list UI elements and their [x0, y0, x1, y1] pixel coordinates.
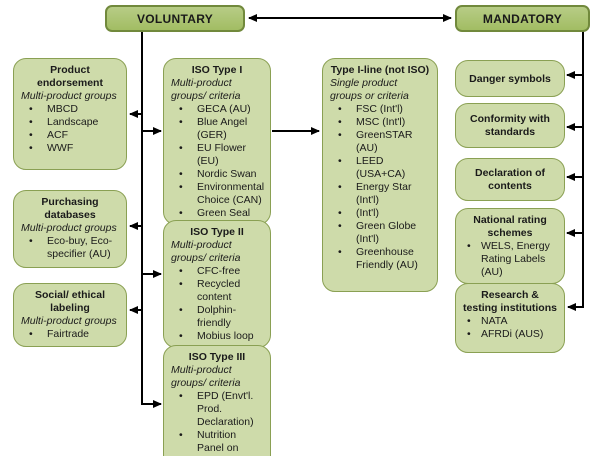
- list-item: Eco-buy, Eco-specifier (AU): [21, 235, 119, 261]
- node-title: Research & testing institutions: [463, 289, 557, 314]
- node-title: Danger symbols: [469, 72, 551, 85]
- node-purchasing-databases: Purchasing databases Multi-product group…: [13, 190, 127, 268]
- list-item: Nutrition Panel on Food: [171, 429, 263, 456]
- node-title: Social/ ethical labeling: [34, 289, 106, 314]
- node-title: Product endorsement: [37, 64, 103, 89]
- list-item: NATA: [463, 315, 557, 328]
- node-items: Eco-buy, Eco-specifier (AU): [21, 235, 119, 261]
- list-item: Greenhouse Friendly (AU): [330, 246, 430, 272]
- list-item: GECA (AU): [171, 103, 263, 116]
- node-research-testing-institutions: Research & testing institutions NATAAFRD…: [455, 283, 565, 353]
- list-item: MSC (Int'l): [330, 116, 430, 129]
- list-item: Environmental Choice (CAN): [171, 181, 264, 207]
- node-type-1-line-not-iso: Type I-line (not ISO) Single product gro…: [322, 58, 438, 292]
- node-title: ISO Type I: [191, 64, 243, 76]
- node-items: NATAAFRDi (AUS): [463, 315, 557, 341]
- node-subtitle: Multi-product groups/ criteria: [171, 77, 241, 102]
- node-iso-type-2: ISO Type II Multi-product groups/ criter…: [163, 220, 271, 348]
- node-subtitle: Multi-product groups: [21, 315, 117, 327]
- node-items: GECA (AU)Blue Angel (GER)EU Flower (EU)N…: [171, 103, 264, 220]
- list-item: EPD (Envt'l. Prod. Declaration): [171, 390, 263, 429]
- node-subtitle: Multi-product groups/ criteria: [171, 364, 241, 389]
- list-item: EU Flower (EU): [171, 142, 263, 168]
- node-subtitle: Multi-product groups: [21, 90, 117, 102]
- node-subtitle: Multi-product groups/ criteria: [171, 239, 241, 264]
- mandatory-header: MANDATORY: [455, 5, 590, 32]
- node-iso-type-3: ISO Type III Multi-product groups/ crite…: [163, 345, 271, 456]
- mandatory-label: MANDATORY: [482, 11, 563, 26]
- list-item: FSC (Int'l): [330, 103, 430, 116]
- node-danger-symbols: Danger symbols: [455, 60, 565, 97]
- node-title: Conformity with standards: [470, 113, 550, 138]
- node-subtitle: Single product groups or criteria: [330, 77, 409, 102]
- node-social-ethical-labeling: Social/ ethical labeling Multi-product g…: [13, 283, 127, 347]
- list-item: Green Seal: [171, 207, 263, 220]
- list-item: WELS, Energy Rating Labels (AU): [463, 240, 557, 279]
- list-item: Recycled content: [171, 278, 263, 304]
- node-items: FSC (Int'l)MSC (Int'l)GreenSTAR (AU)LEED…: [330, 103, 430, 272]
- list-item: Blue Angel (GER): [171, 116, 263, 142]
- voluntary-label: VOLUNTARY: [136, 11, 214, 26]
- list-item: Landscape: [21, 116, 119, 129]
- list-item: Fairtrade: [21, 328, 119, 341]
- list-item: ACF: [21, 129, 119, 142]
- node-declaration-of-contents: Declaration of contents: [455, 158, 565, 201]
- node-title: ISO Type III: [188, 351, 246, 363]
- node-title: Type I-line (not ISO): [330, 64, 430, 76]
- node-title: Declaration of contents: [474, 167, 545, 192]
- node-items: MBCDLandscapeACFWWF: [21, 103, 119, 155]
- list-item: MBCD: [21, 103, 119, 116]
- node-title: Purchasing databases: [41, 196, 99, 221]
- node-title: ISO Type II: [190, 226, 244, 238]
- node-items: EPD (Envt'l. Prod. Declaration)Nutrition…: [171, 390, 263, 456]
- list-item: WWF: [21, 142, 119, 155]
- node-product-endorsement: Product endorsement Multi-product groups…: [13, 58, 127, 170]
- list-item: Dolphin-friendly: [171, 304, 263, 330]
- node-items: WELS, Energy Rating Labels (AU): [463, 240, 557, 279]
- node-national-rating-schemes: National rating schemes WELS, Energy Rat…: [455, 208, 565, 284]
- list-item: Mobius loop: [171, 330, 263, 343]
- node-subtitle: Multi-product groups: [21, 222, 117, 234]
- node-title: National rating schemes: [473, 214, 547, 239]
- list-item: Nordic Swan: [171, 168, 263, 181]
- list-item: CFC-free: [171, 265, 263, 278]
- voluntary-header: VOLUNTARY: [105, 5, 245, 32]
- node-iso-type-1: ISO Type I Multi-product groups/ criteri…: [163, 58, 271, 225]
- node-conformity-with-standards: Conformity with standards: [455, 103, 565, 148]
- node-items: Fairtrade: [21, 328, 119, 341]
- node-items: CFC-freeRecycled contentDolphin-friendly…: [171, 265, 263, 343]
- list-item: Energy Star (Int'l): [330, 181, 430, 207]
- list-item: LEED (USA+CA): [330, 155, 430, 181]
- list-item: AFRDi (AUS): [463, 328, 557, 341]
- list-item: (Int'l): [330, 207, 430, 220]
- list-item: Green Globe (Int'l): [330, 220, 430, 246]
- list-item: GreenSTAR (AU): [330, 129, 430, 155]
